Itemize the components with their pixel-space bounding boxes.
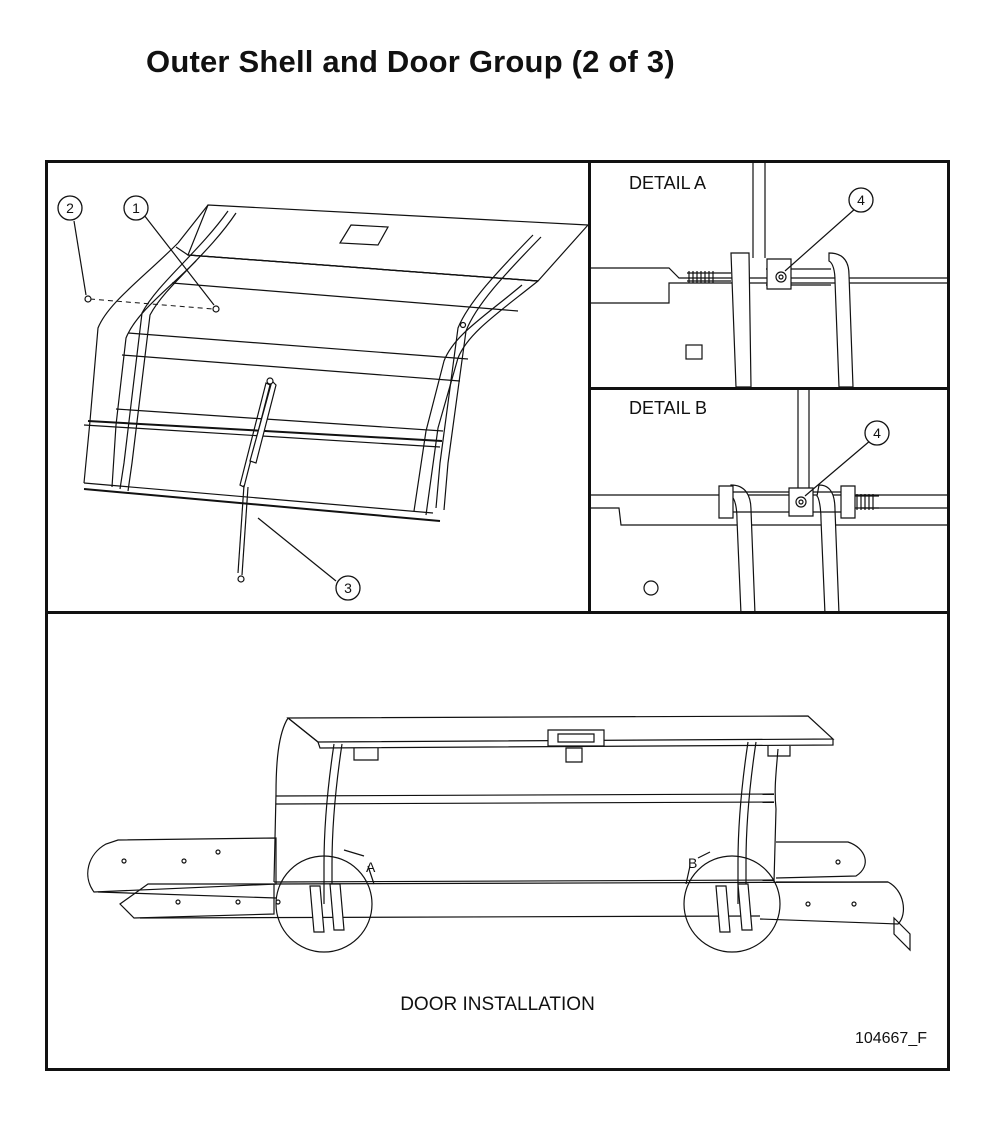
callout-2-text: 2 <box>66 200 74 216</box>
detail-a-callout-4-text: 4 <box>857 192 865 208</box>
marker-a: A <box>366 859 376 875</box>
detail-a-panel: DETAIL A 4 <box>591 163 947 390</box>
detail-b-callout-4 <box>864 420 890 446</box>
drawing-number: 104667_F <box>854 1030 927 1047</box>
detail-circle-a <box>275 855 373 953</box>
detail-b-callout-4-text: 4 <box>873 425 881 441</box>
callout-1-text: 1 <box>132 200 140 216</box>
door-installation-panel: A B DOOR INSTALLATION 104667_F <box>48 614 947 1068</box>
main-view-panel: 2 1 3 <box>48 163 591 614</box>
callout-1 <box>123 195 149 221</box>
door-installation-drawing: A B <box>87 715 911 953</box>
detail-b-label: DETAIL B <box>629 398 708 418</box>
detail-a-callout-4 <box>848 187 874 213</box>
detail-b-panel: DETAIL B <box>591 390 947 614</box>
outer-shell-drawing: 2 1 3 <box>57 195 588 601</box>
detail-b-drawing: 4 <box>591 390 947 611</box>
diagram-frame: 2 1 3 DETAIL A <box>45 160 950 1071</box>
detail-circle-b <box>683 855 781 953</box>
page-title: Outer Shell and Door Group (2 of 3) <box>146 44 675 79</box>
callout-3 <box>335 575 361 601</box>
callout-2 <box>57 195 83 221</box>
detail-a-label: DETAIL A <box>629 173 707 193</box>
door-installation-label: DOOR INSTALLATION <box>400 994 595 1015</box>
detail-a-drawing: 4 <box>591 163 947 387</box>
marker-b: B <box>688 855 697 871</box>
callout-3-text: 3 <box>344 580 352 596</box>
